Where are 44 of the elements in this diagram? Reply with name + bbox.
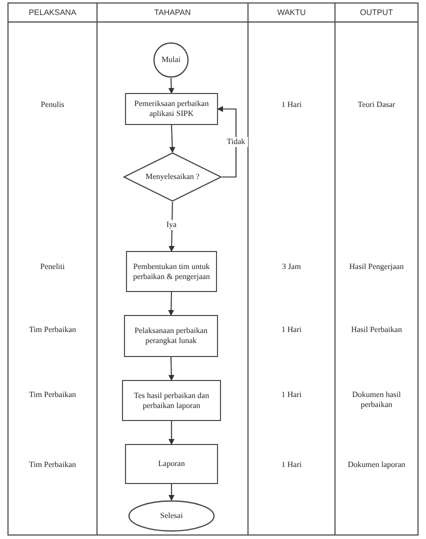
column-header: PELAKSANA <box>28 8 78 17</box>
actor-label: Penulis <box>40 100 66 110</box>
arrow <box>168 484 174 501</box>
arrow <box>168 78 174 94</box>
arrow <box>217 106 237 178</box>
output-label: Teori Dasar <box>356 100 396 110</box>
node-text: Laporan <box>158 459 185 469</box>
process-box <box>124 315 218 357</box>
process-box <box>126 251 217 292</box>
column-header: OUTPUT <box>359 8 394 17</box>
process-box <box>122 380 221 421</box>
node-text: Pembentukan tim untuk perbaikan & pengerjaan <box>132 262 211 282</box>
output-label: Dokumen laporan <box>346 460 406 470</box>
arrow <box>168 202 175 252</box>
arrow <box>168 356 174 381</box>
actor-label: Tim Perbaikan <box>28 390 78 400</box>
duration-label: 1 Hari <box>280 390 303 400</box>
node-text: Menyelesaikan ? <box>146 172 200 182</box>
output-label: Dokumen hasil perbaikan <box>351 390 402 410</box>
node-text: Selesai <box>160 511 183 521</box>
column-header: TAHAPAN <box>153 8 192 17</box>
process-box <box>125 444 218 484</box>
duration-label: 1 Hari <box>280 325 303 335</box>
arrow <box>168 292 174 316</box>
actor-label: Tim Perbaikan <box>28 460 78 470</box>
actor-label: Tim Perbaikan <box>28 325 78 335</box>
arrow <box>169 124 176 153</box>
node-text: Pelaksanaan perbaikan perangkat lunak <box>133 326 209 346</box>
duration-label: 1 Hari <box>280 460 303 470</box>
duration-label: 1 Hari <box>280 100 303 110</box>
end-ellipse <box>128 500 215 532</box>
arrow <box>168 421 174 445</box>
duration-label: 3 Jam <box>281 262 302 272</box>
output-label: Hasil Pengerjaan <box>348 262 405 272</box>
process-box <box>125 93 218 125</box>
decision-diamond <box>123 152 222 202</box>
node-text: Pemeriksaan perbaikan aplikasi SIPK <box>133 99 210 119</box>
column-header: WAKTU <box>276 8 307 17</box>
node-text: Tes hasil perbaikan dan perbaikan laporan <box>132 390 210 410</box>
start-circle <box>153 42 189 78</box>
node-text: Mulai <box>161 55 181 65</box>
edge-label: Tidak <box>224 137 248 147</box>
actor-label: Peneliti <box>39 262 66 272</box>
output-label: Hasil Perbaikan <box>350 325 403 335</box>
